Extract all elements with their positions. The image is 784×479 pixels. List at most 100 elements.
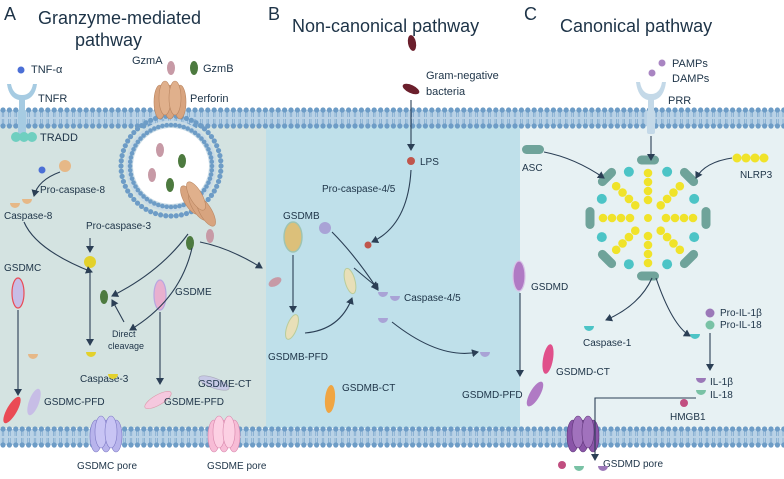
- gsdme-ct-icon: [198, 375, 230, 391]
- caspase-1-label: Caspase-1: [583, 338, 632, 349]
- direct-cleavage-label-1: Direct: [112, 329, 136, 339]
- lps-label: LPS: [420, 157, 439, 168]
- pro-caspase-4-5-label: Pro-caspase-4/5: [322, 184, 396, 195]
- gzma-label: GzmA: [132, 55, 163, 67]
- released-hmgb1: [558, 461, 566, 469]
- tnfr-receptor: [7, 84, 37, 134]
- damps-label: DAMPs: [672, 73, 710, 85]
- gsdme-label: GSDME: [175, 287, 212, 298]
- gsdmb-pfd-label: GSDMB-PFD: [268, 352, 328, 363]
- gsdmd-ct-icon: [542, 344, 554, 374]
- pro-caspase-8-icon: [59, 160, 71, 172]
- tnf-alpha-internal: [38, 166, 46, 174]
- released-gzma: [206, 229, 214, 243]
- hmgb1-icon: [680, 399, 688, 407]
- caspase-1-icon-2: [690, 334, 700, 339]
- gsdme-full: [153, 279, 167, 311]
- caspase-4-5-icon: [378, 292, 400, 301]
- panel-b-letter: B: [268, 4, 280, 24]
- gsdmb-pfd-icon: [285, 314, 299, 340]
- gsdmc-pore-icon: [89, 415, 123, 453]
- caspase-1-icon: [584, 326, 594, 331]
- il-18-icon: [696, 390, 706, 395]
- prr-label: PRR: [668, 95, 691, 107]
- panel-a-title-line2: pathway: [75, 30, 142, 50]
- gsdme-pfd-icon: [144, 391, 172, 409]
- nlrp3-label: NLRP3: [740, 170, 773, 181]
- tnf-alpha-molecule: [17, 66, 25, 74]
- vesicle-gzmb-2: [166, 178, 174, 192]
- gsdme-ct-label: GSDME-CT: [198, 379, 251, 390]
- gsdme-pfd-label: GSDME-PFD: [164, 397, 224, 408]
- gsdmb-full: [283, 221, 303, 253]
- bacteria-icon-2: [402, 83, 420, 95]
- gsdmd-full: [512, 260, 526, 292]
- cell-membrane-top: [0, 107, 784, 129]
- panel-c-title: Canonical pathway: [560, 16, 712, 36]
- nlrp3-icon: [732, 153, 769, 163]
- asc-label: ASC: [522, 163, 543, 174]
- tradd-protein: [11, 132, 37, 142]
- nlrp3-inflammasome: [585, 155, 711, 281]
- vesicle-gzma-1: [156, 143, 164, 157]
- released-il-18: [574, 466, 584, 471]
- gsdmd-ct-label: GSDMD-CT: [556, 367, 610, 378]
- gsdmd-pore-label: GSDMD pore: [603, 459, 663, 470]
- gsdmb-ct-label: GSDMB-CT: [342, 383, 395, 394]
- direct-cleavage-label-2: cleavage: [108, 341, 144, 351]
- pro-il-18-label: Pro-IL-18: [720, 320, 762, 331]
- gsdmc-full: [11, 277, 25, 309]
- pro-caspase-4-5-icon: [319, 222, 331, 234]
- gsdmd-pfd-icon: [526, 381, 544, 407]
- gsdmb-label: GSDMB: [283, 211, 320, 222]
- panel-a-arrows: [14, 171, 263, 396]
- caspase-4-5-icon-3: [480, 352, 490, 357]
- gsdmb-ct-icon: [324, 385, 336, 413]
- panel-a-title-line1: Granzyme-mediated: [38, 8, 201, 28]
- perforin-pore-top: [153, 80, 187, 120]
- gram-negative-label-2: bacteria: [426, 86, 466, 98]
- caspase-4-5-icon-2: [378, 318, 388, 323]
- tnf-alpha-label: TNF-α: [31, 64, 63, 76]
- panel-c-letter: C: [524, 4, 537, 24]
- gzma-icon: [167, 61, 175, 75]
- pamps-label: PAMPs: [672, 58, 708, 70]
- gsdmc-pore-label: GSDMC pore: [77, 461, 137, 472]
- panel-c-arrows: [516, 136, 733, 461]
- panel-b-arrows: [289, 100, 479, 358]
- gsdmb-fragment: [268, 277, 282, 287]
- asc-icon: [522, 145, 544, 154]
- pro-il-1b-icon: [705, 308, 715, 318]
- caspase-8-label: Caspase-8: [4, 211, 53, 222]
- pamps-icon: [658, 59, 666, 67]
- perforin-label: Perforin: [190, 93, 229, 105]
- hmgb1-label: HMGB1: [670, 412, 706, 423]
- panel-a-letter: A: [4, 4, 16, 24]
- gsdmd-pore-icon: [566, 415, 600, 453]
- lps-internal: [364, 241, 372, 249]
- vesicle-gzmb-1: [178, 154, 186, 168]
- caspase-3-label: Caspase-3: [80, 374, 129, 385]
- granzyme-gzmb-mid: [100, 290, 108, 304]
- gsdme-pore-label: GSDME pore: [207, 461, 267, 472]
- il-18-label: IL-18: [710, 390, 733, 401]
- lps-icon: [407, 157, 415, 165]
- prr-receptor: [636, 82, 666, 134]
- pro-caspase-3-icon: [84, 256, 96, 268]
- il-1b-icon: [696, 378, 706, 383]
- gsdmc-caspase-8: [28, 354, 38, 359]
- damps-icon: [648, 69, 656, 77]
- pro-caspase-8-label: Pro-caspase-8: [40, 185, 105, 196]
- gsdmc-pfd-label: GSDMC-PFD: [44, 397, 105, 408]
- released-gzmb: [186, 236, 194, 250]
- perforin-pore-bottom: [180, 181, 216, 227]
- caspase-3-icon-2: [108, 374, 118, 379]
- bacteria-icon-1: [407, 35, 417, 51]
- gsdmd-pfd-label: GSDMD-PFD: [462, 390, 523, 401]
- pro-caspase-3-label: Pro-caspase-3: [86, 221, 151, 232]
- gsdmd-label: GSDMD: [531, 282, 568, 293]
- gzmb-icon: [190, 61, 198, 75]
- gram-negative-label-1: Gram-negative: [426, 70, 499, 82]
- tnfr-label: TNFR: [38, 93, 67, 105]
